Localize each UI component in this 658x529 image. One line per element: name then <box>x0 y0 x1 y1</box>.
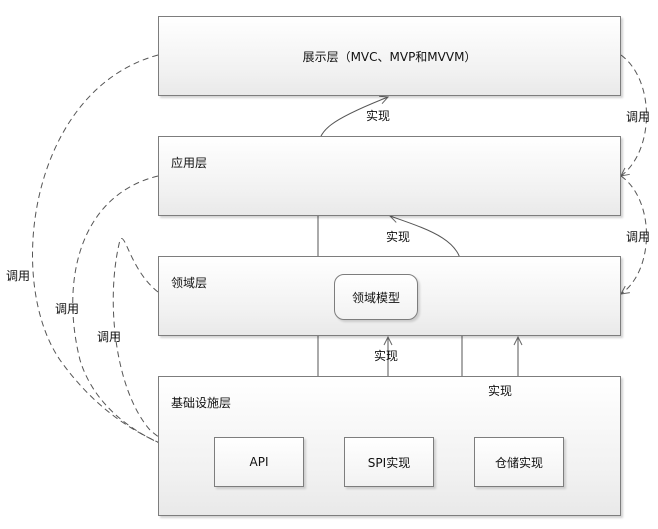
impl-label-application: 实现 <box>386 230 411 244</box>
call-label-left-inner: 调用 <box>97 330 122 344</box>
infrastructure-layer: 基础设施层 API SPI实现 仓储实现 <box>158 376 621 516</box>
call-label-right-top: 调用 <box>626 110 651 124</box>
infrastructure-layer-title: 基础设施层 <box>171 396 232 410</box>
spi-impl-box: SPI实现 <box>344 437 434 487</box>
presentation-layer: 展示层（MVC、MVP和MVVM） <box>158 16 621 96</box>
api-box: API <box>214 437 304 487</box>
call-label-left-middle: 调用 <box>55 302 80 316</box>
application-layer: 应用层 <box>158 136 621 216</box>
impl-label-repo: 实现 <box>488 384 513 398</box>
domain-layer: 领域层 领域模型 <box>158 256 621 336</box>
impl-label-domain-model: 实现 <box>374 349 399 363</box>
domain-layer-title: 领域层 <box>171 276 208 290</box>
domain-model-box: 领域模型 <box>334 274 418 320</box>
repo-impl-box: 仓储实现 <box>474 437 564 487</box>
application-layer-title: 应用层 <box>171 156 208 170</box>
presentation-layer-title: 展示层（MVC、MVP和MVVM） <box>302 50 477 64</box>
call-label-right-bottom: 调用 <box>626 230 651 244</box>
call-label-left-outer: 调用 <box>6 269 31 283</box>
impl-label-presentation: 实现 <box>366 109 391 123</box>
